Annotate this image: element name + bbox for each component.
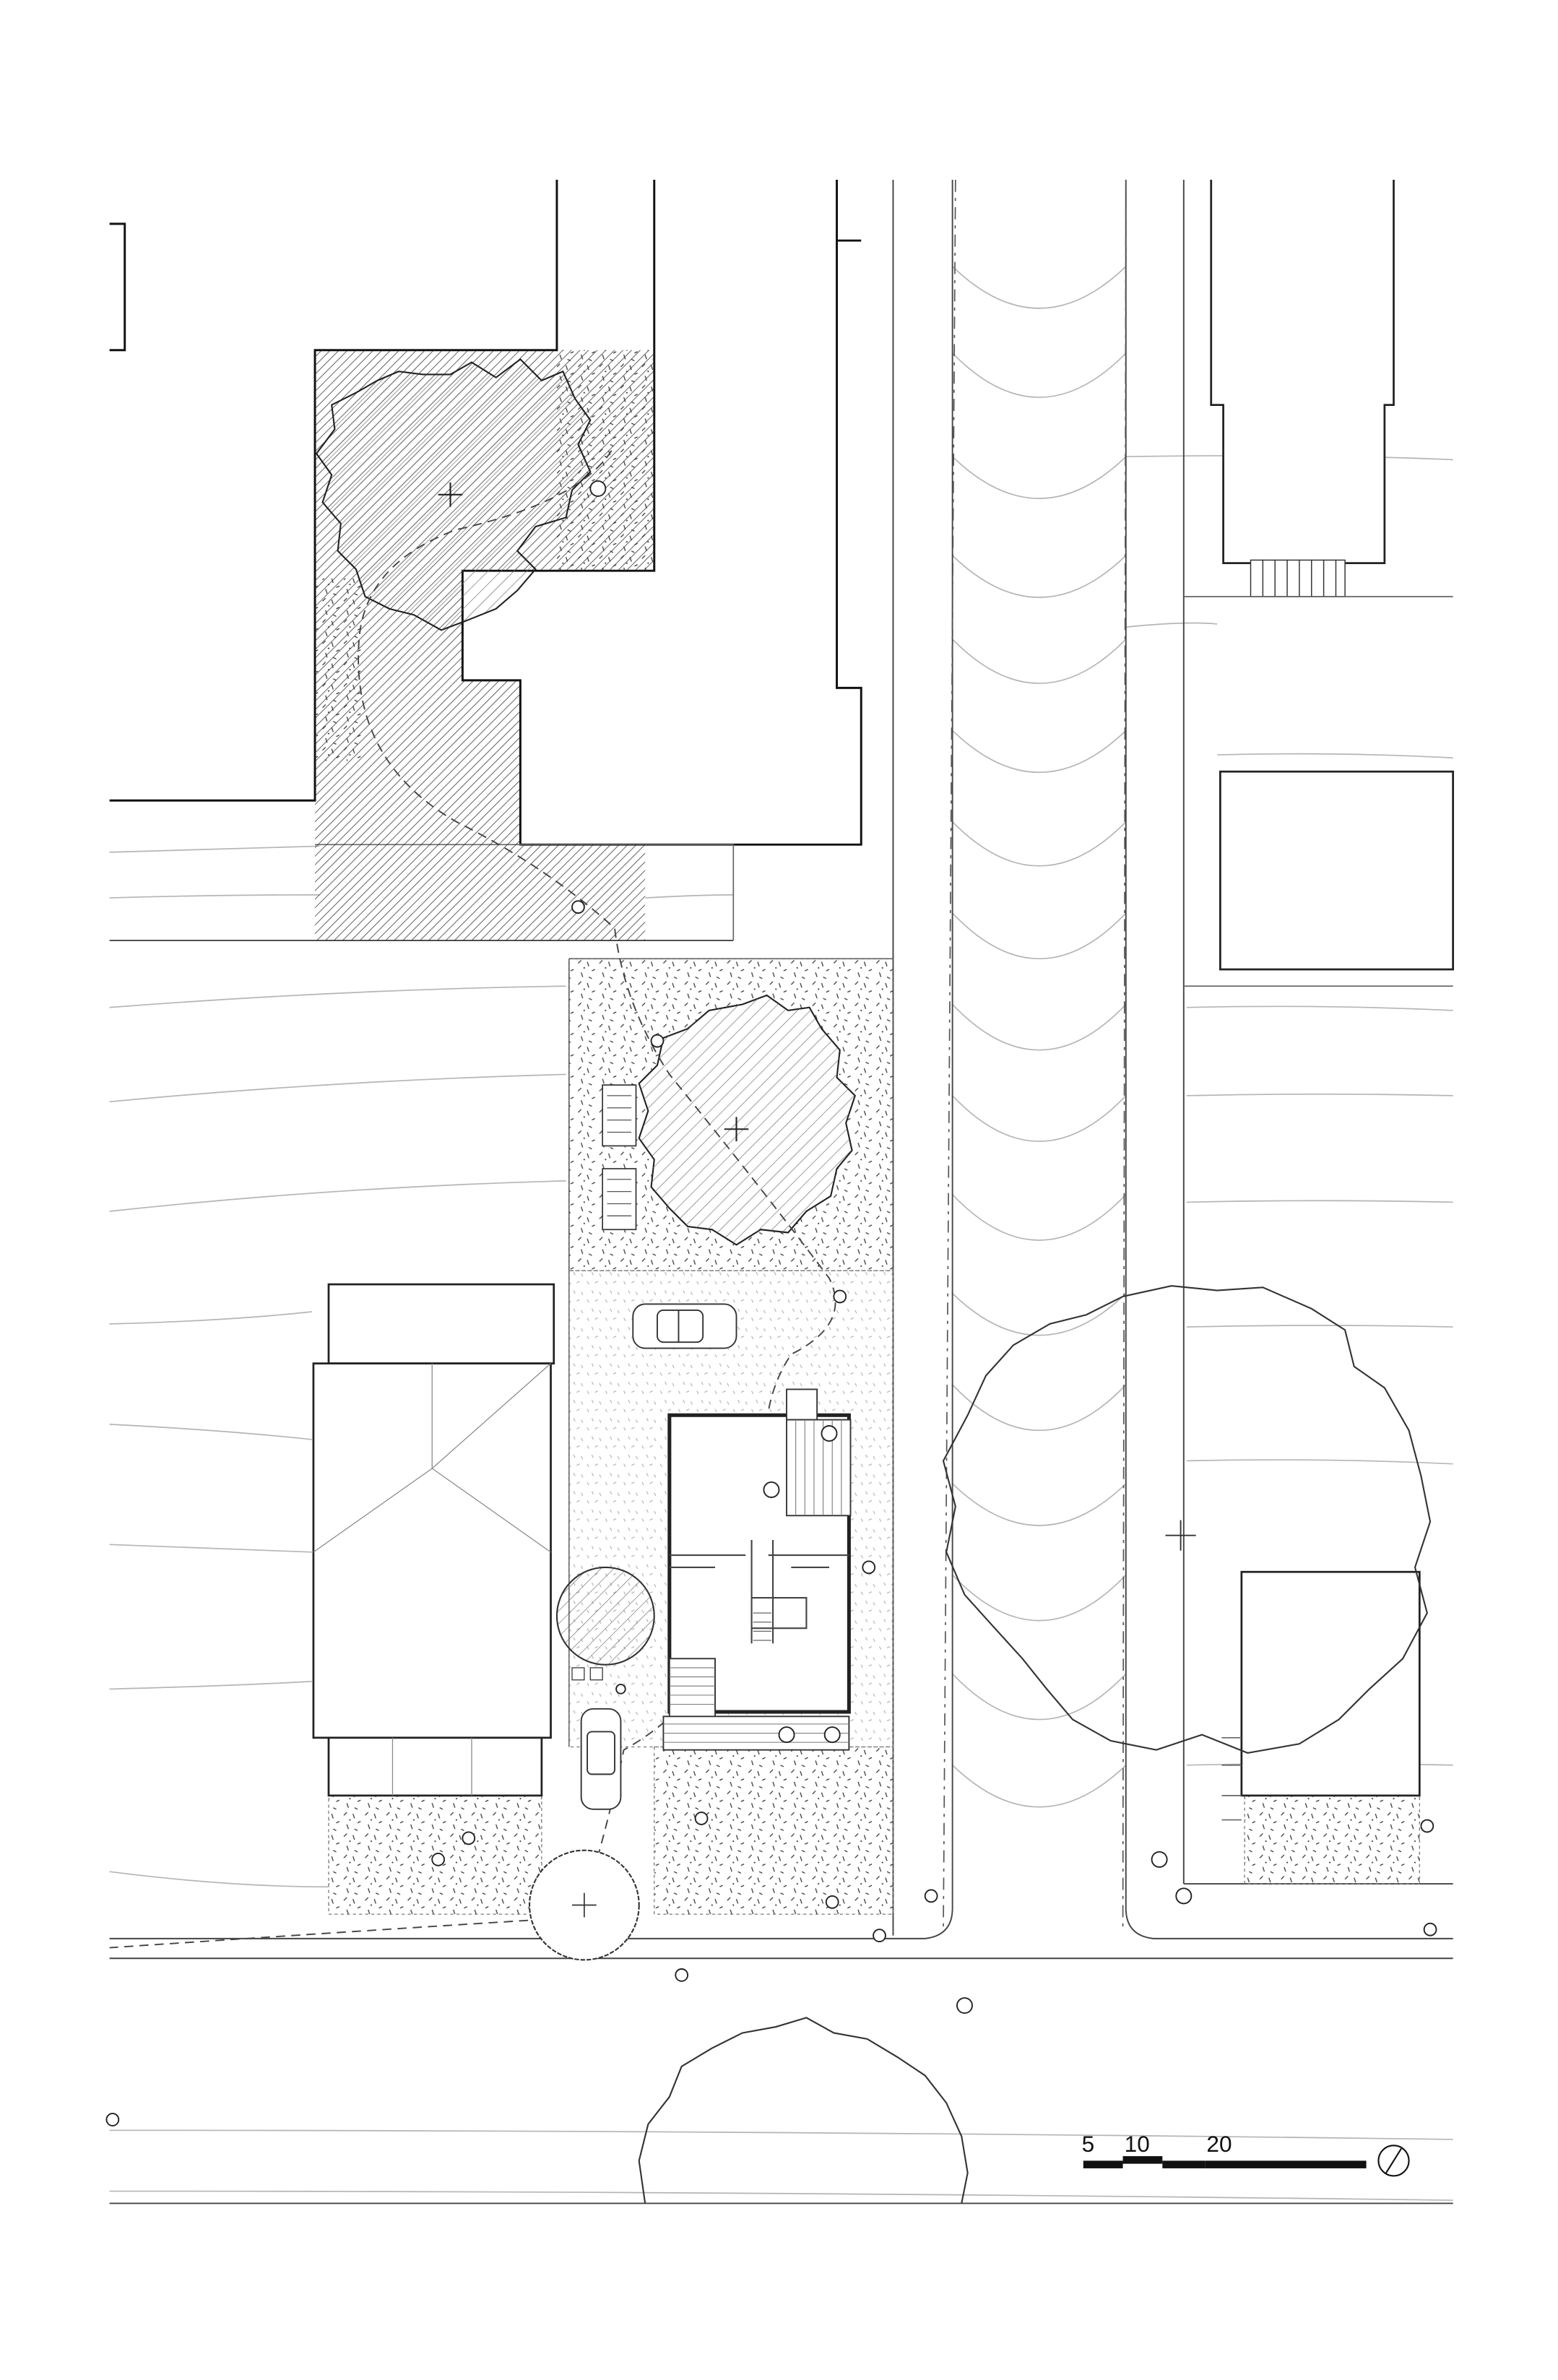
north-arrow-icon: [1377, 2145, 1410, 2177]
scale-label-5: 5: [1082, 2131, 1095, 2157]
entry-steps: [1250, 559, 1346, 597]
road-centerline: [943, 179, 1127, 1933]
footpath-dashed: [109, 450, 836, 1949]
contour-lines: [109, 266, 1453, 2202]
deck-east: [786, 1388, 852, 1517]
neighbour-buildings-east: [1210, 179, 1455, 1797]
east-lot-lines: [1183, 596, 1453, 1821]
patio-circle: [555, 1566, 655, 1681]
tree-canopy-icon: [315, 358, 592, 631]
neighbour-house-west: [312, 1283, 555, 1797]
tree-canopy-icon: [638, 2017, 969, 2204]
tree-canopy-icon: [942, 1285, 1432, 1754]
car-icon: [580, 1708, 622, 1810]
house-plan: [662, 1388, 852, 1751]
garden-middle: [568, 958, 894, 1271]
tree-canopy-icon: [528, 1849, 640, 1961]
person-icon: [105, 480, 1437, 2126]
scale-bar: 5 10 20: [1082, 2131, 1367, 2168]
car-icon: [632, 1303, 737, 1349]
scale-label-10: 10: [1125, 2131, 1150, 2157]
scale-label-20: 20: [1206, 2131, 1232, 2157]
